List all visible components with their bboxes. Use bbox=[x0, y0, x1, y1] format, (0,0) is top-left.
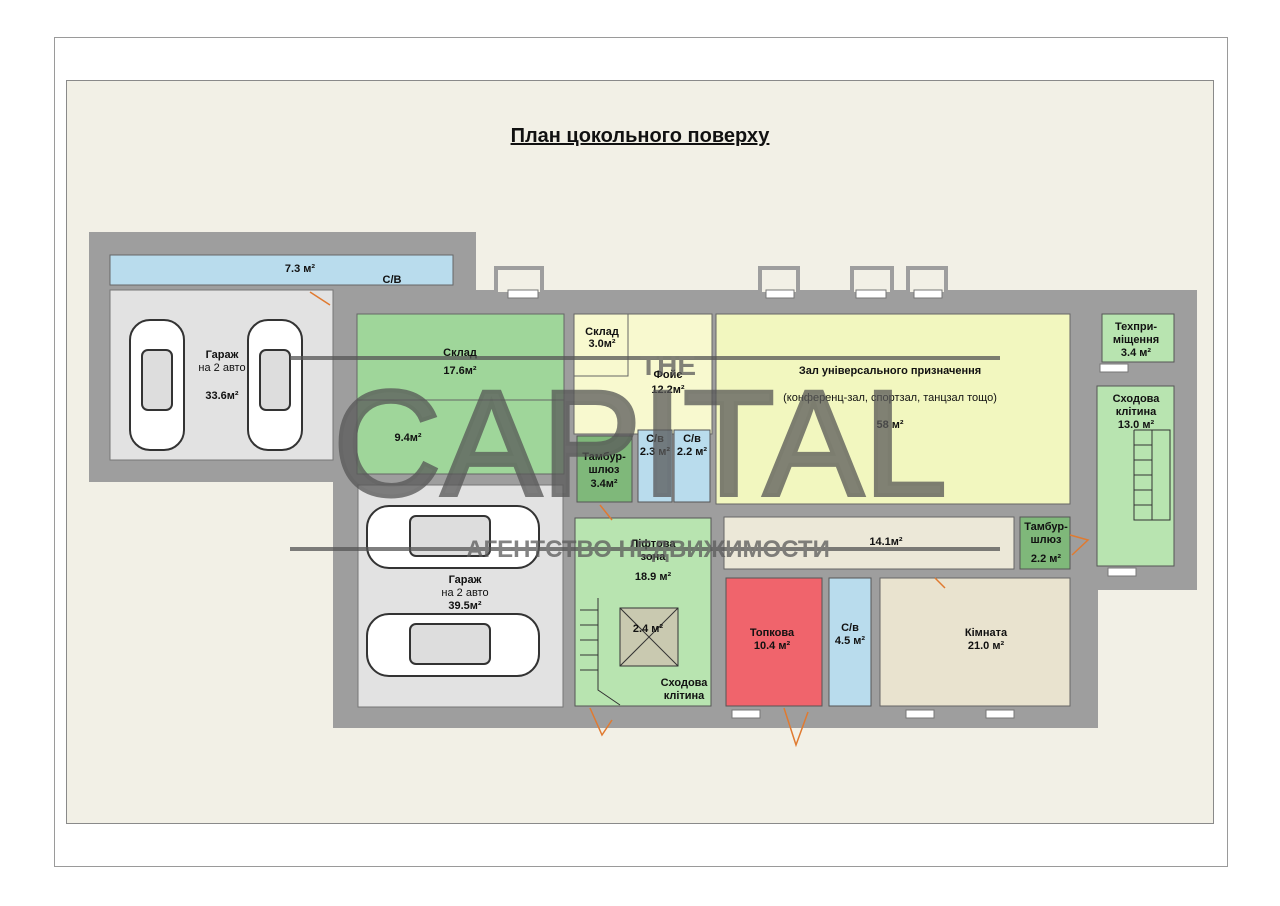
foyer-name: Фойє bbox=[654, 369, 683, 381]
tech-name2: міщення bbox=[1113, 334, 1159, 346]
cv-top-area: 7.3 м² bbox=[285, 263, 315, 275]
boiler-name: Топкова bbox=[750, 627, 795, 639]
hall-sub: (конференц-зал, спортзал, танцзал тощо) bbox=[783, 392, 997, 404]
sklad2-name: Склад bbox=[585, 326, 619, 338]
garage1-name: Гараж bbox=[206, 349, 239, 361]
room-tambur-1 bbox=[576, 435, 633, 503]
watermark-capital: CAPITAL bbox=[333, 359, 947, 527]
room-tech bbox=[1101, 313, 1175, 363]
stair1-name1: Сходова bbox=[1113, 393, 1161, 405]
tambur2-area: 2.2 м² bbox=[1031, 553, 1061, 565]
sklad2-area: 3.0м² bbox=[588, 338, 615, 350]
lift-name2: зона bbox=[641, 551, 667, 563]
room-boiler bbox=[725, 577, 823, 707]
tambur1-area: 3.4м² bbox=[590, 478, 617, 490]
room-hall bbox=[715, 313, 1071, 505]
room94-area: 9.4м² bbox=[394, 432, 421, 444]
room-tambur-2 bbox=[1019, 516, 1071, 570]
stair2-name1: Сходова bbox=[661, 677, 709, 689]
cv1-area: 2.3 м² bbox=[640, 446, 670, 458]
room-corridor bbox=[723, 516, 1015, 570]
foyer-area: 12.2м² bbox=[651, 384, 685, 396]
hall-name: Зал універсального призначення bbox=[799, 365, 981, 377]
room-area: 21.0 м² bbox=[968, 640, 1005, 652]
room-name: Кімната bbox=[965, 627, 1008, 639]
windows bbox=[507, 289, 1137, 719]
cv3-name: С/в bbox=[841, 622, 859, 634]
rooms bbox=[109, 254, 1175, 708]
lift-area: 18.9 м² bbox=[635, 571, 672, 583]
room-cv-1 bbox=[637, 429, 673, 503]
stair1-name2: клітина bbox=[1116, 406, 1157, 418]
room-labels: 7.3 м² С/В Гараж на 2 авто 33.6м² Склад … bbox=[198, 263, 1160, 702]
watermark-the: THE bbox=[640, 350, 696, 381]
car-icons bbox=[129, 319, 540, 677]
tech-area: 3.4 м² bbox=[1121, 347, 1151, 359]
hall-area: 58 м² bbox=[876, 419, 903, 431]
boiler-area: 10.4 м² bbox=[754, 640, 791, 652]
liftshaft-area: 2.4 м² bbox=[633, 623, 663, 635]
room-stair-1 bbox=[1096, 385, 1175, 567]
room-sklad-1 bbox=[356, 313, 565, 475]
tambur2-name2: шлюз bbox=[1030, 534, 1062, 546]
sklad1-area: 17.6м² bbox=[443, 365, 477, 377]
garage2-sub: на 2 авто bbox=[441, 587, 488, 599]
tambur2-name1: Тамбур- bbox=[1024, 521, 1068, 533]
stair1-area: 13.0 м² bbox=[1118, 419, 1155, 431]
cv1-name: С/в bbox=[646, 433, 664, 445]
room-cv-top bbox=[109, 254, 454, 286]
plan-title: План цокольного поверху bbox=[510, 125, 770, 147]
garage2-area: 39.5м² bbox=[448, 600, 482, 612]
tambur1-name2: шлюз bbox=[588, 464, 620, 476]
tambur1-name1: Тамбур- bbox=[582, 451, 626, 463]
cv3-area: 4.5 м² bbox=[835, 635, 865, 647]
room-kimnata bbox=[879, 577, 1071, 707]
watermark: THE CAPITAL АГЕНТСТВО НЕДВИЖИМОСТИ bbox=[290, 350, 1000, 563]
watermark-agency: АГЕНТСТВО НЕДВИЖИМОСТИ bbox=[466, 536, 830, 563]
corridor-area: 14.1м² bbox=[869, 536, 903, 548]
room-cv-2 bbox=[673, 429, 711, 503]
garage1-sub: на 2 авто bbox=[198, 362, 245, 374]
cv-top-name: С/В bbox=[383, 274, 402, 286]
cv2-area: 2.2 м² bbox=[677, 446, 707, 458]
tech-name1: Техпри- bbox=[1115, 321, 1157, 333]
door-swings bbox=[309, 291, 1090, 748]
stairs bbox=[580, 429, 1171, 706]
cv2-name: С/в bbox=[683, 433, 701, 445]
garage2-name: Гараж bbox=[449, 574, 482, 586]
stair2-name2: клітина bbox=[664, 690, 705, 702]
garage1-area: 33.6м² bbox=[205, 390, 239, 402]
room-cv-3 bbox=[828, 577, 872, 707]
